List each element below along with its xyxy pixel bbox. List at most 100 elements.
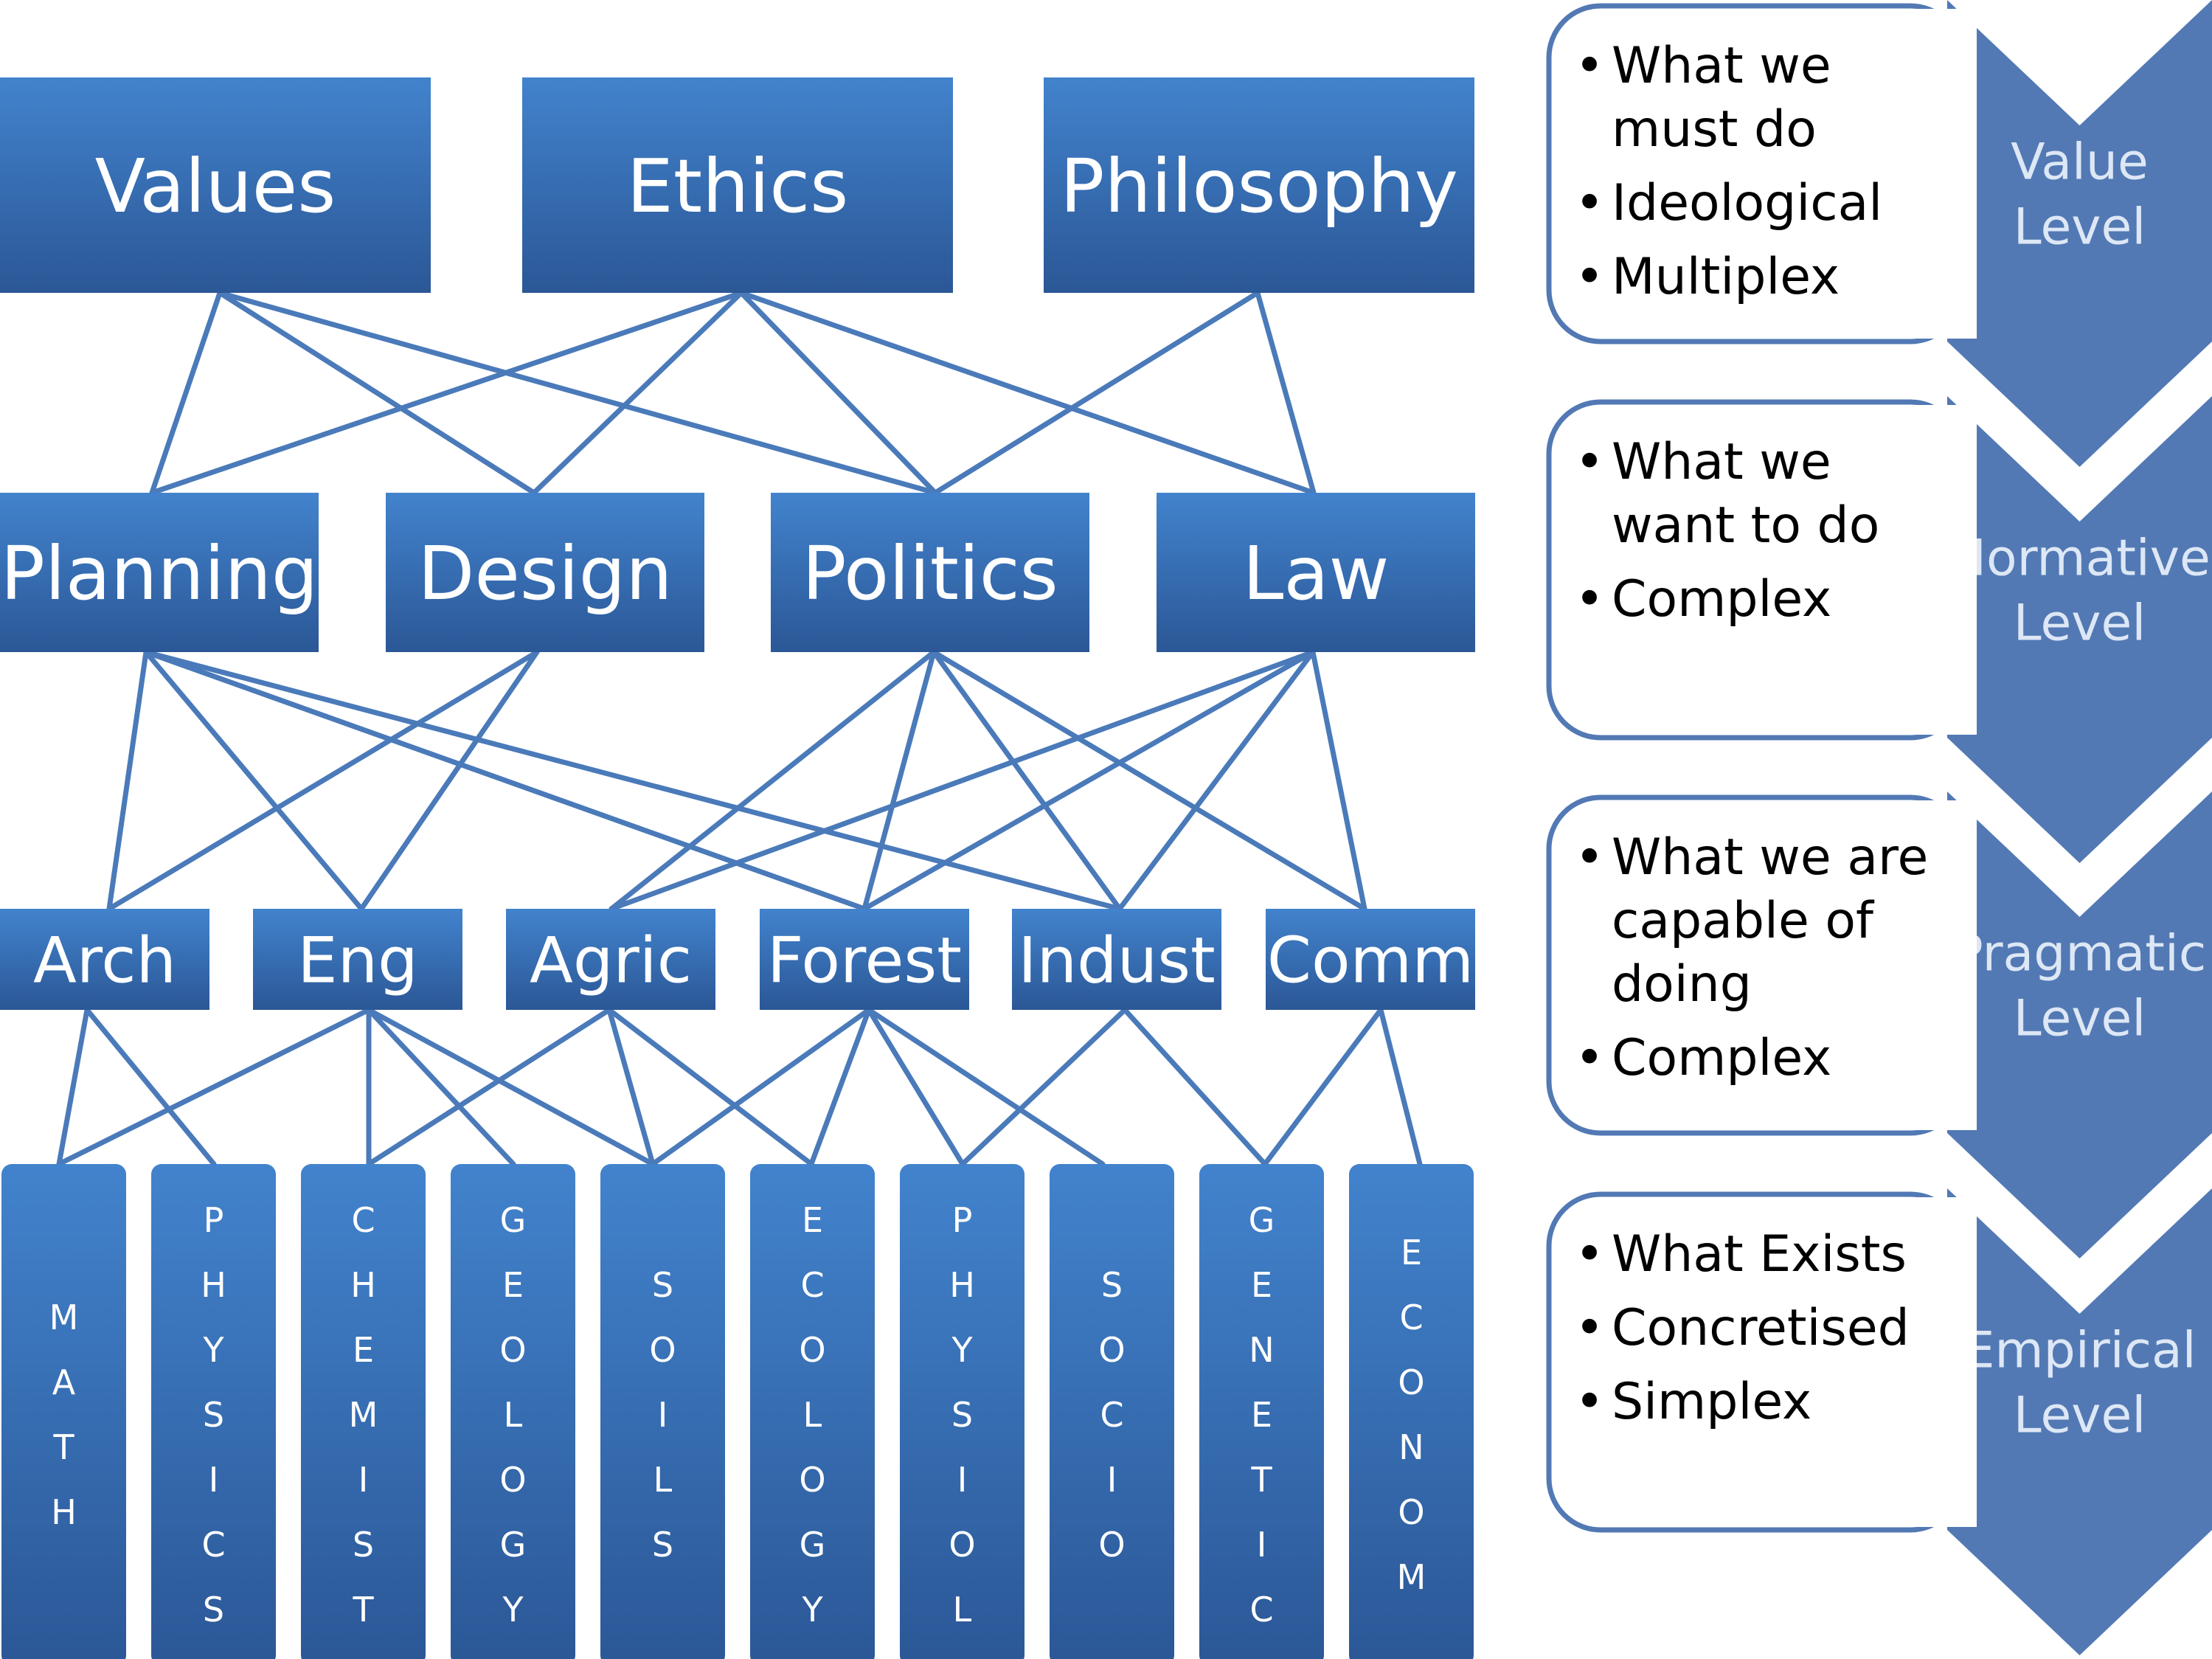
discipline-econom-shape — [1349, 1164, 1474, 1659]
box-forest: Forest — [760, 909, 969, 1010]
discipline-chemist-letter: S — [353, 1525, 374, 1565]
pragmatic-empirical-connector-2 — [56, 1007, 372, 1167]
level-name: Empirical — [1963, 1322, 2196, 1380]
discipline-soils-letter: I — [658, 1395, 668, 1435]
bullet-text: What we — [1612, 433, 1831, 491]
box-law-shape — [1157, 493, 1475, 652]
bullet-dot: • — [1575, 1225, 1604, 1284]
discipline-genetic-letter: N — [1249, 1330, 1274, 1370]
discipline-physiol-shape — [900, 1164, 1024, 1659]
pragmatic-empirical-connector-1 — [84, 1007, 217, 1167]
discipline-chemist-letter: T — [352, 1590, 374, 1629]
pragmatic-empirical-connector-13 — [960, 1007, 1128, 1167]
box-ethics-shape — [522, 77, 953, 293]
box-arch-shape — [0, 909, 209, 1010]
discipline-econom-letter: N — [1398, 1427, 1424, 1467]
connector-lines — [56, 290, 1423, 1167]
discipline-physiol-letter: O — [949, 1525, 975, 1565]
callout-mask — [1888, 405, 1977, 735]
discipline-chemist-shape — [301, 1164, 426, 1659]
normative-pragmatic-connector-10 — [609, 649, 1316, 912]
discipline-geology-letter: O — [499, 1330, 526, 1370]
discipline-geology-letter: O — [499, 1460, 526, 1500]
box-comm: Comm — [1266, 909, 1475, 1010]
discipline-soils-shape — [600, 1164, 725, 1659]
box-law: Law — [1157, 493, 1475, 652]
box-design-label: Design — [417, 530, 672, 617]
discipline-geology-letter: E — [502, 1265, 524, 1305]
box-politics-label: Politics — [802, 530, 1058, 617]
box-planning-label: Planning — [1, 530, 319, 617]
bullet-dot: • — [1575, 828, 1604, 887]
discipline-socio-letter: O — [1098, 1330, 1125, 1370]
box-arch: Arch — [0, 909, 209, 1010]
discipline-chemist-letter: E — [353, 1330, 374, 1370]
discipline-physiol-letter: S — [951, 1395, 973, 1435]
box-ethics-label: Ethics — [627, 143, 849, 229]
discipline-math-letter: M — [49, 1298, 79, 1337]
bullet-text: What we — [1612, 37, 1831, 95]
box-arch-label: Arch — [33, 924, 176, 997]
discipline-physics-letter: C — [201, 1525, 225, 1565]
box-philosophy-label: Philosophy — [1060, 143, 1458, 229]
normative-pragmatic-connector-6 — [609, 649, 937, 912]
bullet-text: Multiplex — [1612, 248, 1840, 306]
discipline-math-letter: A — [52, 1362, 76, 1402]
normative-pragmatic-connector-8 — [931, 649, 1123, 912]
discipline-econom-letter: C — [1399, 1298, 1423, 1337]
bullet-dot: • — [1575, 174, 1604, 232]
callout-mask — [1888, 9, 1977, 339]
callout-mask — [1888, 800, 1977, 1130]
box-comm-label: Comm — [1267, 924, 1474, 997]
bullet-text: want to do — [1612, 496, 1879, 555]
value-normative-connector-0 — [149, 290, 223, 496]
bullet-dot: • — [1575, 1373, 1604, 1431]
normative-pragmatic-connector-7 — [861, 649, 937, 912]
bullet-text: Complex — [1612, 570, 1831, 628]
level-name: Value — [2011, 134, 2149, 192]
normative-pragmatic-connector-4 — [106, 649, 540, 912]
pragmatic-empirical-connector-14 — [1122, 1007, 1268, 1167]
box-indust-shape — [1012, 909, 1221, 1010]
value-normative-connector-7 — [932, 290, 1261, 496]
bullet-text: Ideological — [1612, 174, 1882, 232]
bullet-dot: • — [1575, 248, 1604, 306]
pragmatic-empirical-connector-7 — [606, 1007, 656, 1167]
discipline-chemist-letter: I — [358, 1460, 369, 1500]
box-agric-shape — [506, 909, 715, 1010]
discipline-genetic-letter: E — [1251, 1395, 1272, 1435]
discipline-socio-letter: O — [1098, 1525, 1125, 1565]
discipline-ecology-letter: C — [800, 1265, 824, 1305]
discipline-genetic-letter: E — [1251, 1265, 1272, 1305]
bullet-dot: • — [1575, 1029, 1604, 1087]
normative-pragmatic-connector-9 — [931, 649, 1367, 912]
pragmatic-empirical-connector-10 — [808, 1007, 872, 1167]
discipline-socio-letter: C — [1100, 1395, 1123, 1435]
box-ethics: Ethics — [522, 77, 953, 293]
discipline-soils-letter: O — [649, 1330, 676, 1370]
discipline-geology-letter: L — [504, 1395, 523, 1435]
bullet-text: What Exists — [1612, 1225, 1907, 1284]
bullet-text: must do — [1612, 100, 1817, 159]
value-normative-connector-5 — [738, 290, 938, 496]
value-normative-connector-4 — [531, 290, 744, 496]
box-philosophy: Philosophy — [1044, 77, 1474, 293]
box-forest-shape — [760, 909, 969, 1010]
normative-pragmatic-connector-3 — [143, 649, 1123, 912]
discipline-soils-letter: S — [652, 1525, 673, 1565]
discipline-ecology-letter: O — [799, 1330, 825, 1370]
discipline-geology-letter: Y — [502, 1590, 524, 1629]
box-philosophy-shape — [1044, 77, 1474, 293]
discipline-ecology-letter: O — [799, 1460, 825, 1500]
